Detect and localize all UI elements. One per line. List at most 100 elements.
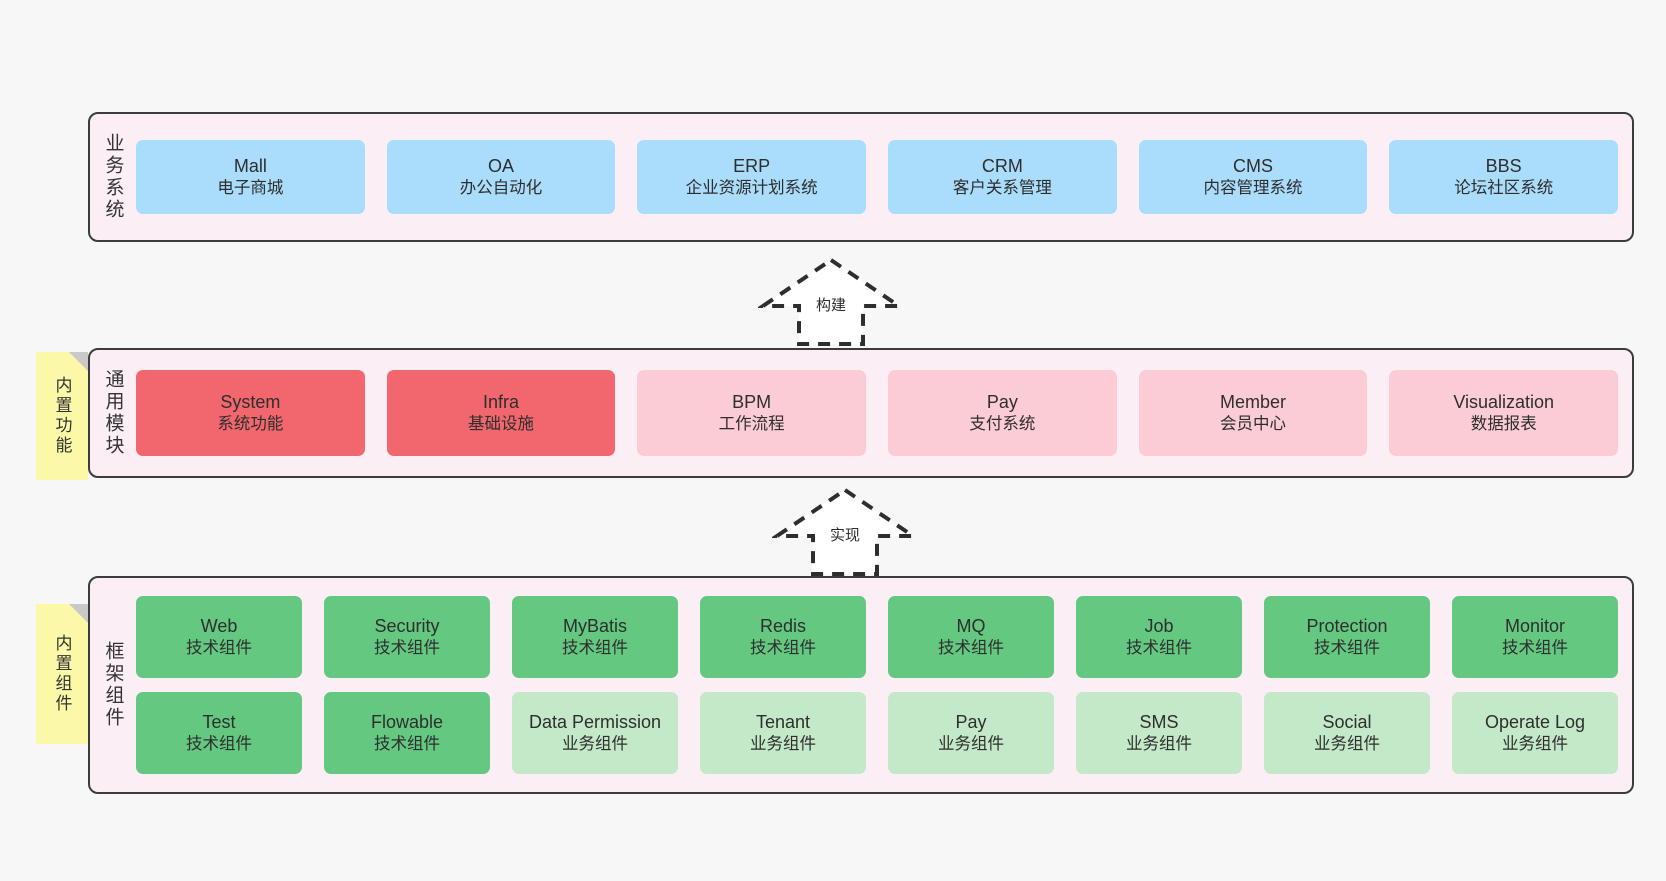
card-title-en: Infra — [482, 391, 520, 412]
card-title-en: Security — [374, 615, 440, 636]
card-title-en: CMS — [1233, 155, 1274, 176]
layer-framework-components-label: 框架组件 — [102, 641, 124, 729]
card-infra[interactable]: Infra 基础设施 — [386, 370, 616, 456]
card-title-cn: 数据报表 — [1470, 414, 1537, 433]
card-erp[interactable]: ERP 企业资源计划系统 — [637, 140, 867, 214]
arrow-build-label: 构建 — [815, 297, 847, 314]
card-sms[interactable]: SMS 业务组件 — [1076, 692, 1242, 774]
card-title-en: Member — [1220, 391, 1287, 412]
arrow-build: 构建 — [758, 256, 904, 348]
card-title-en: Protection — [1306, 615, 1388, 636]
layer-business-system-body: Mall 电子商城 OA 办公自动化 ERP 企业资源计划系统 CRM 客户关系… — [136, 114, 1632, 240]
card-title-cn: 技术组件 — [186, 638, 252, 657]
card-title-cn: 电子商城 — [217, 178, 284, 197]
card-title-cn: 业务组件 — [562, 734, 628, 753]
card-title-cn: 系统功能 — [217, 414, 284, 433]
card-title-cn: 技术组件 — [374, 638, 440, 657]
card-title-en: Pay — [955, 711, 987, 732]
card-title-en: BBS — [1485, 155, 1522, 176]
card-title-cn: 客户关系管理 — [952, 178, 1052, 197]
card-title-en: System — [220, 391, 281, 412]
card-title-cn: 技术组件 — [562, 638, 628, 657]
card-title-en: Operate Log — [1484, 711, 1586, 732]
card-system[interactable]: System 系统功能 — [136, 370, 365, 456]
card-title-en: Redis — [759, 615, 807, 636]
card-title-en: Social — [1322, 711, 1372, 732]
card-title-en: MyBatis — [562, 615, 627, 636]
card-test[interactable]: Test 技术组件 — [136, 692, 302, 774]
card-title-cn: 业务组件 — [750, 734, 816, 753]
card-title-en: Monitor — [1504, 615, 1566, 636]
card-title-cn: 业务组件 — [1502, 734, 1568, 753]
card-crm[interactable]: CRM 客户关系管理 — [888, 140, 1117, 214]
layer-framework-components-body: Web 技术组件 Security 技术组件 MyBatis 技术组件 Redi… — [136, 578, 1632, 792]
card-job[interactable]: Job 技术组件 — [1076, 596, 1242, 678]
card-title-en: OA — [488, 155, 515, 176]
generalization-arrow-icon — [758, 257, 904, 346]
arrow-implement-label: 实现 — [829, 527, 861, 544]
card-title-cn: 业务组件 — [1314, 734, 1380, 753]
card-oa[interactable]: OA 办公自动化 — [386, 140, 616, 214]
generalization-arrow-icon — [772, 487, 918, 576]
card-title-en: BPM — [732, 391, 772, 412]
card-member[interactable]: Member 会员中心 — [1138, 370, 1368, 456]
card-title-cn: 技术组件 — [374, 734, 440, 753]
card-title-cn: 工作流程 — [718, 414, 785, 433]
layer-business-system-label: 业务系统 — [102, 133, 124, 221]
card-title-en: Mall — [233, 155, 267, 176]
card-title-cn: 会员中心 — [1220, 414, 1287, 433]
card-title-cn: 支付系统 — [969, 414, 1036, 433]
card-row: System 系统功能 Infra 基础设施 BPM 工作流程 Pay 支付系统… — [136, 370, 1619, 456]
card-cms[interactable]: CMS 内容管理系统 — [1138, 140, 1368, 214]
card-title-cn: 论坛社区系统 — [1454, 178, 1554, 197]
card-operate-log[interactable]: Operate Log 业务组件 — [1452, 692, 1618, 774]
card-mall[interactable]: Mall 电子商城 — [136, 140, 365, 214]
card-web[interactable]: Web 技术组件 — [136, 596, 302, 678]
card-security[interactable]: Security 技术组件 — [324, 596, 490, 678]
card-title-cn: 企业资源计划系统 — [685, 178, 818, 197]
layer-common-modules: 通用模块 System 系统功能 Infra 基础设施 BPM 工作流程 Pay… — [88, 348, 1634, 478]
card-title-en: CRM — [981, 155, 1023, 176]
card-title-cn: 技术组件 — [1314, 638, 1380, 657]
layer-common-modules-label: 通用模块 — [102, 369, 124, 457]
card-title-en: Tenant — [755, 711, 811, 732]
card-title-cn: 技术组件 — [750, 638, 816, 657]
card-pay[interactable]: Pay 支付系统 — [888, 370, 1117, 456]
card-bpm[interactable]: BPM 工作流程 — [637, 370, 867, 456]
card-title-en: Pay — [986, 391, 1018, 412]
card-social[interactable]: Social 业务组件 — [1264, 692, 1430, 774]
card-title-en: SMS — [1139, 711, 1179, 732]
card-title-cn: 技术组件 — [1502, 638, 1568, 657]
card-title-cn: 基础设施 — [468, 414, 534, 433]
card-data-permission[interactable]: Data Permission 业务组件 — [512, 692, 678, 774]
card-title-cn: 技术组件 — [1126, 638, 1192, 657]
card-row: Mall 电子商城 OA 办公自动化 ERP 企业资源计划系统 CRM 客户关系… — [136, 140, 1619, 214]
card-title-cn: 技术组件 — [186, 734, 252, 753]
card-pay-business[interactable]: Pay 业务组件 — [888, 692, 1054, 774]
card-mq[interactable]: MQ 技术组件 — [888, 596, 1054, 678]
card-title-cn: 技术组件 — [938, 638, 1004, 657]
card-title-en: Data Permission — [528, 711, 662, 732]
card-title-cn: 办公自动化 — [459, 178, 543, 197]
card-title-en: Test — [202, 711, 236, 732]
note-builtin-components-label: 内置组件 — [52, 634, 72, 714]
note-builtin-features-label: 内置功能 — [52, 376, 72, 456]
card-redis[interactable]: Redis 技术组件 — [700, 596, 866, 678]
card-protection[interactable]: Protection 技术组件 — [1264, 596, 1430, 678]
card-title-en: ERP — [733, 155, 771, 176]
card-title-en: MQ — [956, 615, 986, 636]
card-title-cn: 内容管理系统 — [1203, 178, 1303, 197]
card-title-en: Job — [1144, 615, 1174, 636]
card-title-en: Visualization — [1453, 391, 1555, 412]
note-builtin-components: 内置组件 — [36, 604, 88, 744]
card-title-en: Web — [200, 615, 238, 636]
card-title-cn: 业务组件 — [1126, 734, 1192, 753]
card-mybatis[interactable]: MyBatis 技术组件 — [512, 596, 678, 678]
card-flowable[interactable]: Flowable 技术组件 — [324, 692, 490, 774]
card-title-cn: 业务组件 — [938, 734, 1004, 753]
card-monitor[interactable]: Monitor 技术组件 — [1452, 596, 1618, 678]
card-tenant[interactable]: Tenant 业务组件 — [700, 692, 866, 774]
card-bbs[interactable]: BBS 论坛社区系统 — [1389, 140, 1619, 214]
arrow-implement: 实现 — [772, 486, 918, 578]
card-visualization[interactable]: Visualization 数据报表 — [1389, 370, 1619, 456]
